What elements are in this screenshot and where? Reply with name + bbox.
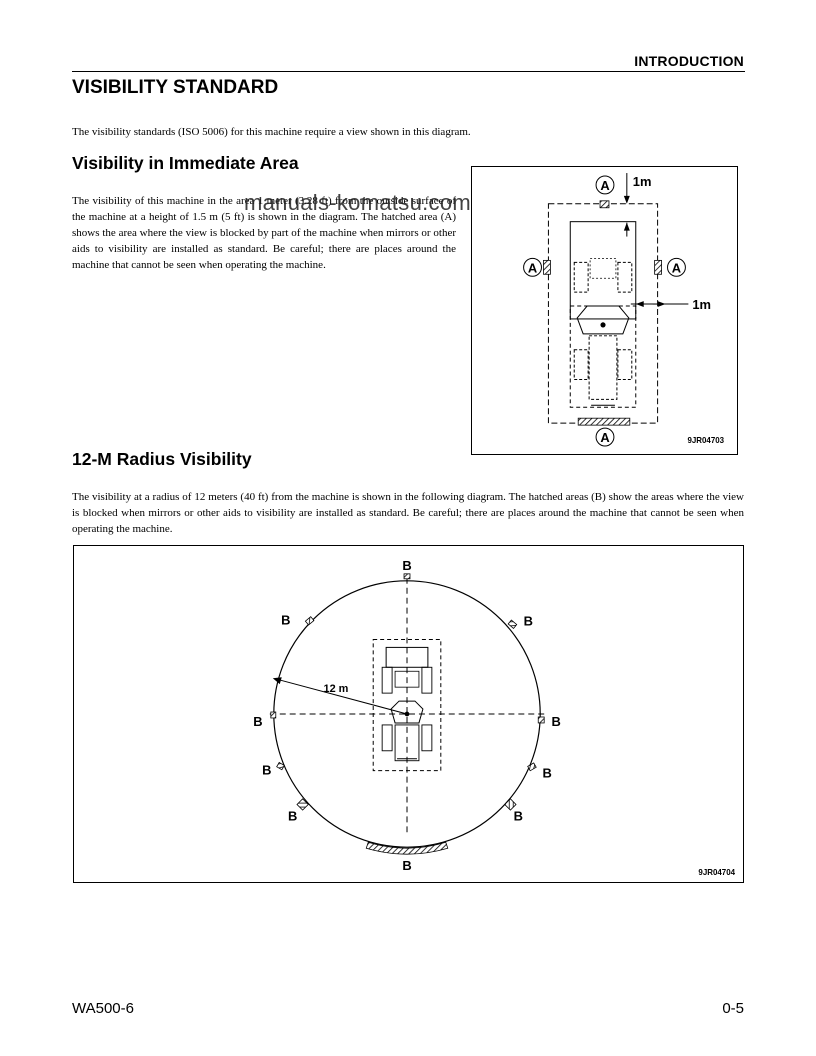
blocked-area-right [654, 259, 662, 275]
radius-arrow [276, 678, 408, 715]
marker-b-lower-right: B [543, 766, 552, 781]
section-heading-immediate-area: Visibility in Immediate Area [72, 153, 299, 173]
footer-page-number: 0-5 [722, 1000, 744, 1017]
blocked-area-rear [365, 841, 449, 855]
watermark: manuals-komatsu.com [244, 190, 471, 215]
blocked-area-left [543, 259, 551, 275]
dimension-label-top: 1m [633, 174, 652, 189]
marker-b-lower-left: B [262, 763, 271, 778]
footer-model: WA500-6 [72, 1000, 134, 1017]
machine-outline [372, 638, 442, 772]
svg-text:A: A [600, 430, 609, 445]
marker-a-top: A [595, 175, 615, 195]
dimension-label-side: 1m [692, 297, 711, 312]
radius-figure: 12 m B B B B B B B B B B 9JR04704 [73, 545, 744, 883]
bucket-outline [569, 221, 637, 320]
boundary-1m-outline [547, 203, 659, 424]
blocked-area-rear [577, 417, 631, 426]
marker-a-left: A [523, 257, 542, 277]
immediate-area-paragraph: The visibility of this machine in the ar… [72, 195, 456, 271]
operator-eye-point [600, 322, 606, 328]
marker-b-bottom: B [402, 858, 411, 873]
blocked-area-top [403, 573, 411, 580]
intro-text: The visibility standards (ISO 5006) for … [72, 126, 471, 138]
svg-text:A: A [600, 178, 609, 193]
cab-outline [576, 305, 630, 335]
immediate-area-diagram: A A A A 1m 1m 9JR04703 [523, 173, 725, 447]
marker-a-right: A [667, 257, 686, 277]
marker-b-upper-left: B [281, 613, 290, 628]
radius-label: 12 m [324, 683, 349, 695]
svg-text:A: A [528, 260, 537, 275]
marker-b-left: B [253, 714, 262, 729]
svg-text:A: A [672, 260, 681, 275]
page-title: VISIBILITY STANDARD [72, 77, 279, 98]
immediate-area-figure: A A A A 1m 1m 9JR04703 [471, 166, 738, 455]
radius-visibility-paragraph: The visibility at a radius of 12 meters … [72, 491, 744, 535]
marker-a-rear: A [595, 427, 615, 447]
machine-silhouette [569, 305, 637, 408]
figure-code: 9JR04704 [698, 868, 735, 877]
marker-b-upper-right: B [524, 614, 533, 629]
blocked-area-top [599, 200, 610, 209]
section-heading-radius-visibility: 12-M Radius Visibility [72, 449, 252, 469]
marker-b-right: B [551, 714, 560, 729]
radius-diagram: 12 m B B B B B B B B B B 9JR04704 [253, 558, 735, 877]
marker-b-top: B [402, 558, 411, 573]
marker-b-bottom-left: B [288, 808, 297, 823]
figure-code: 9JR04703 [687, 436, 724, 445]
section-header: INTRODUCTION [634, 53, 744, 69]
marker-b-bottom-right: B [514, 808, 523, 823]
header-rule [72, 71, 745, 72]
